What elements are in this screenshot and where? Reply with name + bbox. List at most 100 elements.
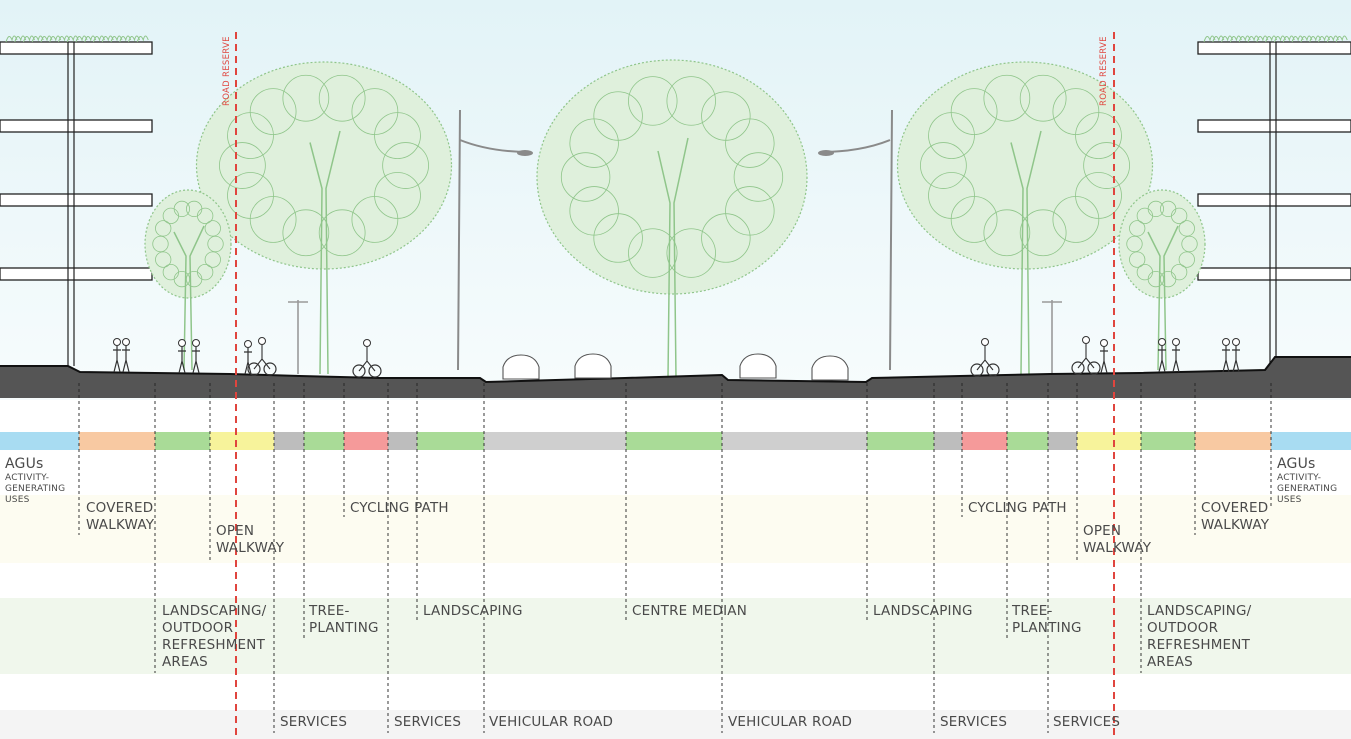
tree-right-large-foliage <box>1052 196 1100 243</box>
tree-left-small-foliage <box>152 235 169 253</box>
roof-plant <box>66 35 79 43</box>
landscaping-outdoor-label-right: LANDSCAPING/ OUTDOOR REFRESHMENT AREAS <box>1147 603 1251 671</box>
street-lamp-left <box>457 109 531 371</box>
tree-right-large-trunk <box>1010 130 1042 375</box>
centre-median-label: CENTRE MEDIAN <box>632 603 747 619</box>
pedestrian-body <box>122 346 130 373</box>
roof-plant <box>84 35 97 43</box>
zone-landscaping <box>417 432 484 450</box>
street-lamps <box>288 109 1062 374</box>
seated-person-body <box>1158 346 1166 373</box>
cyclist-wheel <box>247 362 261 376</box>
pedestrian-head <box>244 340 252 348</box>
tree-right-small-foliage <box>1129 251 1146 268</box>
tree-left-large-foliage <box>219 142 266 189</box>
roof-plant <box>1238 35 1251 43</box>
cyclist-wheel <box>1087 361 1101 375</box>
seated-person-head <box>178 339 186 347</box>
building-floor-slab <box>0 41 153 55</box>
roof-plant <box>119 35 132 43</box>
zone-agu <box>1271 432 1351 450</box>
roof-plant <box>14 35 27 43</box>
tree-centre-foliage <box>666 228 716 278</box>
cyclist-wheel <box>1071 361 1085 375</box>
seated-person-body <box>1172 346 1180 373</box>
roof-plant <box>31 35 44 43</box>
tree-left-small-foliage <box>155 251 172 268</box>
pedestrian-body <box>113 346 121 373</box>
seated-person-head <box>192 339 200 347</box>
roof-plant <box>110 35 123 43</box>
ground-section <box>0 356 1351 398</box>
tree-right-small-foliage <box>1171 207 1188 224</box>
tree-centre-foliage <box>666 76 716 126</box>
label-line: REFRESHMENT <box>162 637 266 653</box>
agus-sub-1: ACTIVITY- <box>5 473 50 483</box>
landscaping-label-band <box>0 598 1351 674</box>
label-line: TREE- <box>309 603 350 619</box>
tree-centre-trunk <box>657 137 689 379</box>
tree-left-large-foliage <box>227 172 274 219</box>
roof-plant <box>128 35 140 43</box>
zone-cycling <box>344 432 388 450</box>
label-line: PLANTING <box>1012 620 1082 636</box>
tree-centre-foliage <box>701 213 751 263</box>
building-floor-slab <box>1197 267 1351 281</box>
cyclist-rider-head <box>1082 336 1090 344</box>
roof-plant <box>58 35 70 43</box>
tree-planting-label-right: TREE- PLANTING <box>1012 603 1082 637</box>
car <box>811 355 849 381</box>
zone-road <box>484 432 626 450</box>
tree-centre-canopy <box>536 59 808 295</box>
tree-right-small-foliage <box>1147 200 1165 218</box>
tree-right-small-foliage <box>1181 235 1198 253</box>
label-line: OPEN <box>216 523 255 539</box>
roof-plant <box>1203 35 1216 43</box>
zone-landscaping <box>1007 432 1048 450</box>
tree-left-small-foliage <box>155 220 172 237</box>
seated-person-head <box>1172 338 1180 346</box>
pedestrian-head <box>1232 338 1240 346</box>
tree-right-large-foliage <box>950 88 998 135</box>
road-reserve-label-left: ROAD RESERVE <box>222 36 232 106</box>
label-line: AREAS <box>1147 654 1193 670</box>
open-walkway-label-left: OPEN WALKWAY <box>216 523 284 557</box>
building-floor-slab <box>0 119 153 133</box>
roof-plant <box>1274 35 1286 43</box>
roof-plant <box>1212 35 1225 43</box>
agus-sub-1: ACTIVITY- <box>1277 473 1322 483</box>
road-reserve-label-right: ROAD RESERVE <box>1099 36 1109 106</box>
roof-plant <box>101 35 114 43</box>
roof-plant <box>1309 35 1322 43</box>
tree-right-small-trunk <box>1147 225 1179 371</box>
cyclist-frame <box>358 347 376 372</box>
tree-centre-foliage <box>628 228 678 278</box>
tree-right-small-foliage <box>1178 251 1195 268</box>
tree-left-small-foliage <box>204 220 221 237</box>
tree-right-large-foliage <box>1019 209 1067 257</box>
covered-walkway-label-left: COVERED WALKWAY <box>86 500 154 534</box>
ground-slab <box>0 357 1351 398</box>
roof-plant <box>1265 35 1278 43</box>
cyclist-frame <box>976 346 994 371</box>
pedestrian-head <box>113 338 121 346</box>
tree-left-small-foliage <box>197 207 214 224</box>
zone-services <box>388 432 417 450</box>
tree-planting-label-left: TREE- PLANTING <box>309 603 379 637</box>
cyclist-wheel <box>970 363 984 377</box>
tree-left-small-foliage <box>204 251 221 268</box>
services-label-left-1: SERVICES <box>280 714 348 730</box>
label-line: OUTDOOR <box>162 620 234 636</box>
cyclist-rider-head <box>258 337 266 345</box>
agus-label-right: AGUs ACTIVITY- GENERATING USES <box>1277 456 1337 506</box>
seated-person-body <box>192 347 200 374</box>
zone-landscaping <box>155 432 210 450</box>
walkway-label-band <box>0 495 1351 563</box>
agus-sub-3: USES <box>5 495 30 505</box>
tree-left-large-foliage <box>318 74 366 122</box>
leader-lines <box>78 383 1272 733</box>
cycling-path-label-right: CYCLING PATH <box>968 500 1067 516</box>
roof-plant <box>23 35 35 43</box>
